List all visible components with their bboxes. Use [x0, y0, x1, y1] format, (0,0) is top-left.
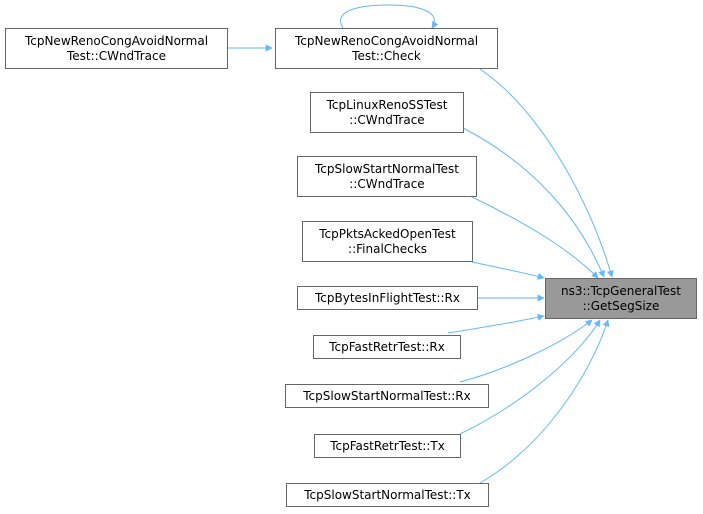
edge-pkts-acked-to-target	[471, 261, 545, 280]
edge-fast-retr-tx-to-target	[459, 319, 601, 435]
edge-fast-retr-rx-to-target	[447, 313, 545, 334]
node-fast-retr-rx[interactable]: TcpFastRetrTest::Rx	[313, 335, 461, 359]
node-label-line2: Test::Check	[352, 48, 421, 63]
node-label-line2: ::GetSegSize	[582, 298, 660, 313]
node-label-line2: Test::CWndTrace	[66, 48, 167, 63]
node-label: TcpSlowStartNormalTest::Tx	[304, 487, 471, 502]
node-label: TcpFastRetrTest::Rx	[329, 339, 445, 354]
node-label: TcpBytesInFlightTest::Rx	[315, 290, 460, 305]
node-newreno-check[interactable]: TcpNewRenoCongAvoidNormal Test::Check	[275, 28, 498, 69]
node-slow-start-cwnd-trace[interactable]: TcpSlowStartNormalTest ::CWndTrace	[297, 156, 477, 197]
node-bytes-in-flight-rx[interactable]: TcpBytesInFlightTest::Rx	[297, 286, 478, 310]
node-label-line2: ::CWndTrace	[349, 176, 425, 191]
edge-slow-start-rx-to-target	[459, 319, 593, 383]
node-label-line1: TcpSlowStartNormalTest	[315, 161, 459, 176]
node-label-line1: TcpLinuxRenoSSTest	[326, 97, 448, 112]
node-linux-reno-cwnd-trace[interactable]: TcpLinuxRenoSSTest ::CWndTrace	[310, 92, 464, 133]
node-label-line1: TcpPktsAckedOpenTest	[319, 226, 456, 241]
node-label-line2: ::FinalChecks	[348, 241, 427, 256]
node-label-line1: TcpNewRenoCongAvoidNormal	[294, 33, 479, 48]
node-fast-retr-tx[interactable]: TcpFastRetrTest::Tx	[314, 434, 461, 458]
node-label-line1: ns3::TcpGeneralTest	[560, 283, 681, 298]
edge-check-self-loop	[340, 4, 439, 29]
node-slow-start-rx[interactable]: TcpSlowStartNormalTest::Rx	[285, 384, 489, 408]
edge-slow-start-tx-to-target	[479, 319, 610, 484]
edge-slow-start-cwnd-to-target	[469, 195, 599, 279]
edge-linux-reno-to-target	[462, 127, 605, 278]
node-pkts-acked-final-checks[interactable]: TcpPktsAckedOpenTest ::FinalChecks	[302, 221, 473, 262]
node-label-line1: TcpNewRenoCongAvoidNormal	[24, 33, 209, 48]
node-label-line2: ::CWndTrace	[349, 112, 425, 127]
node-slow-start-tx[interactable]: TcpSlowStartNormalTest::Tx	[286, 483, 489, 507]
node-tcp-general-test-get-seg-size: ns3::TcpGeneralTest ::GetSegSize	[545, 278, 697, 319]
edge-check-to-target	[479, 68, 614, 278]
node-label: TcpSlowStartNormalTest::Rx	[303, 388, 471, 403]
node-label: TcpFastRetrTest::Tx	[330, 438, 445, 453]
node-newreno-cwnd-trace[interactable]: TcpNewRenoCongAvoidNormal Test::CWndTrac…	[5, 28, 228, 69]
